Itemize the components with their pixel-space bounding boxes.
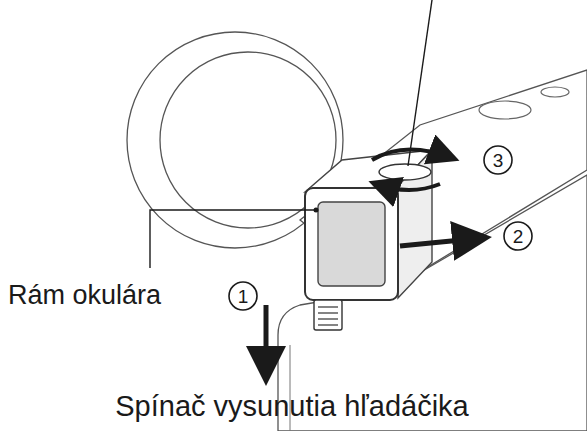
leader-line <box>150 210 316 268</box>
motion-arrow <box>400 238 482 246</box>
part-label: Rám okulára <box>8 282 161 309</box>
switch-ribs <box>318 307 338 325</box>
callout-number: 2 <box>513 227 524 246</box>
shutter-button <box>541 87 569 97</box>
eyepiece-glass <box>318 202 385 286</box>
eyepiece-frame <box>305 188 398 300</box>
part-label: Spínač vysunutia hľadáčika <box>115 392 468 421</box>
rotate-arrow <box>372 149 452 160</box>
callout-number: 3 <box>493 151 504 170</box>
callout-number: 1 <box>238 287 249 306</box>
callout-circle <box>229 146 532 310</box>
mode-dial <box>479 101 531 119</box>
leader-dot <box>314 208 319 213</box>
leader-line <box>408 0 432 166</box>
rotate-arrow <box>376 184 440 190</box>
motion-arrow <box>264 305 269 376</box>
diopter-dial <box>379 164 431 180</box>
popup-switch <box>314 300 342 330</box>
